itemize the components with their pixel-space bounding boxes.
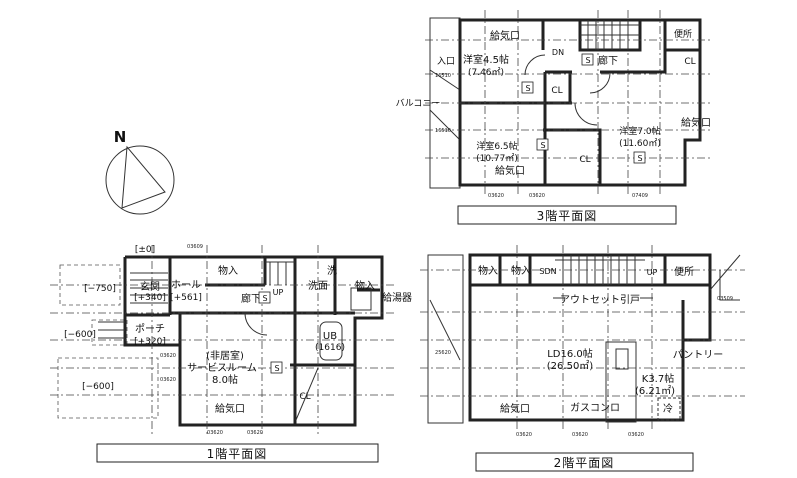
room-label: ガスコンロ (570, 402, 620, 414)
room-area: (6.21㎡) (635, 385, 675, 397)
balcony-outline (427, 254, 464, 424)
storage-s-label: S (525, 84, 530, 93)
dimension-label: 03620 (516, 432, 532, 438)
room-area: (26.50㎡) (547, 360, 594, 372)
room-label: ポーチ (135, 323, 165, 335)
dimension-label: 25620 (435, 350, 451, 356)
room-label: 洋室7.0帖 (619, 125, 660, 137)
door-label: アウトセット引戸 (560, 294, 640, 306)
floor2-title: 2階平面図 (554, 455, 615, 470)
dimension-label: 03620 (572, 432, 588, 438)
room-label: 便所 (674, 28, 692, 40)
dimension-label: 03609 (187, 244, 203, 250)
room-area: (11.60㎡) (619, 138, 661, 149)
room-label: 給気口 (490, 29, 520, 42)
dimension-label: 16510 (435, 73, 451, 79)
storage-s-label: S (540, 141, 545, 150)
storage-s-label: S (585, 56, 590, 65)
dimension-label: 03620 (628, 432, 644, 438)
room-area: (10.77㎡) (476, 153, 518, 164)
room-label: ホール (171, 279, 201, 291)
floor1-title-box (96, 443, 379, 463)
level-label: [+320] (134, 337, 166, 347)
room-label: 給気口 (500, 402, 530, 415)
room-label: (非居室) (206, 349, 244, 362)
stair-up-label: UP (273, 288, 284, 297)
stair-up-label: UP (647, 268, 658, 277)
level-label: [+561] (170, 293, 202, 303)
room-label: 物入 (355, 279, 375, 292)
storage-s-label: S (637, 154, 642, 163)
floor1-outer-wall (123, 255, 384, 427)
level-label: [−600] (64, 330, 96, 340)
floor1-plan: [±0] 物入 洗 洗面 物入 給湯器 [−750] 玄関 [+340] ホール… (50, 244, 412, 463)
dimension-label: 03509 (717, 296, 733, 302)
room-label: 洋室4.5帖 (463, 53, 509, 66)
floor3-outer-wall (458, 18, 702, 187)
dimension-label: 03620 (207, 430, 223, 436)
floor2-title-box (475, 452, 694, 472)
dimension-label: 16510 (435, 128, 451, 134)
compass-arrow-icon (121, 145, 166, 209)
room-label: 給気口 (215, 402, 245, 415)
level-label: [−600] (82, 382, 114, 392)
room-label: 入口 (437, 56, 455, 67)
dimension-label: 07409 (632, 193, 648, 199)
compass: N (105, 128, 175, 215)
room-label: 洗面 (308, 280, 328, 292)
level-label: [+340] (134, 293, 166, 303)
closet-label: CL (551, 86, 562, 96)
room-label: LD16.0帖 (547, 347, 593, 360)
storage-s-label: S (262, 294, 267, 303)
floor3-title-box (457, 205, 677, 225)
room-size: 8.0帖 (212, 373, 238, 386)
dimension-label: 03620 (247, 430, 263, 436)
closet-label: CL (579, 155, 590, 165)
dimension-label: 03620 (488, 193, 504, 199)
room-label: 物入 (218, 264, 238, 277)
room-label: 廊下 (598, 54, 618, 67)
room-label: 廊下 (241, 292, 261, 305)
room-label: 物入 (511, 264, 531, 277)
level-label: [±0] (135, 245, 155, 255)
room-label: サービスルーム (187, 362, 257, 374)
room-size: (1616) (315, 343, 345, 353)
room-label: K3.7帖 (642, 372, 674, 385)
room-label: 冷 (663, 402, 673, 415)
closet-label: CL (684, 57, 695, 67)
room-label: 給湯器 (382, 291, 412, 304)
floor3-plan: 給気口 洋室4.5帖 (7.46㎡) DN S 廊下 便所 CL S CL 入口… (396, 10, 711, 225)
room-label: 便所 (674, 265, 694, 278)
room-label: 給気口 (681, 116, 711, 129)
compass-north-label: N (114, 128, 127, 146)
stair-dn-label: DN (552, 48, 564, 57)
room-label: パントリー (673, 349, 724, 361)
floor1-title: 1階平面図 (207, 446, 268, 461)
level-label: [−750] (84, 284, 116, 294)
room-area: (7.46㎡) (468, 67, 504, 78)
dimension-label: 03620 (160, 353, 176, 359)
compass-circle (105, 145, 175, 215)
stair-dn-label: SDN (539, 267, 556, 276)
floor3-title: 3階平面図 (537, 208, 598, 223)
closet-label: CL (299, 392, 310, 402)
room-label: バルコニー (396, 98, 441, 109)
room-label: 洗 (327, 265, 337, 277)
room-label: 物入 (478, 264, 498, 277)
dimension-label: 03620 (529, 193, 545, 199)
dimension-label: 03620 (160, 377, 176, 383)
room-label: UB (323, 331, 337, 342)
room-label: 洋室6.5帖 (476, 140, 517, 152)
storage-s-label: S (274, 364, 279, 373)
room-label: 玄関 (140, 280, 160, 293)
room-label: 給気口 (495, 164, 525, 177)
floor2-plan: 物入 物入 SDN UP 便所 アウトセット引戸 LD16.0帖 (26.50㎡… (420, 245, 745, 472)
